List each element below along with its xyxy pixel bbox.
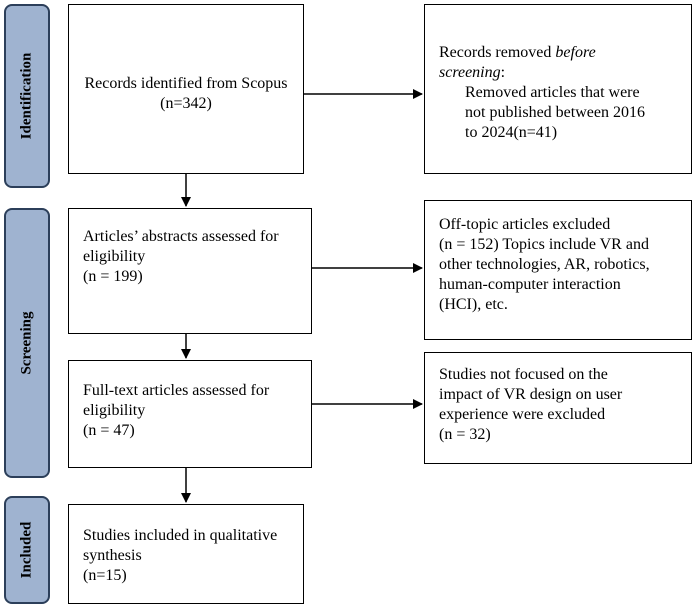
stage-included: Included (4, 496, 50, 604)
records-removed-line2: screening: (439, 64, 506, 81)
off-topic-line4: human-computer interaction (439, 276, 621, 293)
records-identified-box: Records identified from Scopus (n=342) (68, 4, 304, 174)
records-removed-line5: to 2024(n=41) (465, 124, 558, 141)
records-identified-line2: (n=342) (160, 95, 212, 112)
off-topic-excluded-box: Off-topic articles excluded (n = 152) To… (424, 200, 692, 340)
off-topic-line5: (HCI), etc. (439, 296, 508, 313)
not-focused-line3: experience were excluded (439, 406, 606, 423)
stage-identification: Identification (4, 4, 50, 188)
records-removed-line3: Removed articles that were (465, 84, 640, 101)
included-synthesis-line1: Studies included in qualitative (83, 527, 278, 544)
included-synthesis-line2: synthesis (83, 547, 142, 564)
abstracts-assessed-line1: Articles’ abstracts assessed for (83, 228, 279, 245)
not-focused-excluded-box: Studies not focused on the impact of VR … (424, 352, 692, 464)
off-topic-line3: other technologies, AR, robotics, (439, 256, 650, 273)
not-focused-line4: (n = 32) (439, 426, 491, 443)
fulltext-assessed-line2: eligibility (83, 402, 146, 419)
records-removed-box: Records removed before screening: Remove… (424, 4, 692, 174)
not-focused-line2: impact of VR design on user (439, 386, 623, 403)
off-topic-line1: Off-topic articles excluded (439, 216, 611, 233)
fulltext-assessed-line3: (n = 47) (83, 422, 135, 439)
abstracts-assessed-line3: (n = 199) (83, 268, 143, 285)
not-focused-line1: Studies not focused on the (439, 366, 608, 383)
records-removed-line1: Records removed before (439, 44, 596, 61)
abstracts-assessed-line2: eligibility (83, 248, 146, 265)
included-synthesis-line3: (n=15) (83, 567, 127, 584)
fulltext-assessed-box: Full-text articles assessed for eligibil… (68, 360, 312, 468)
abstracts-assessed-box: Articles’ abstracts assessed for eligibi… (68, 208, 312, 334)
stage-screening: Screening (4, 208, 50, 478)
fulltext-assessed-line1: Full-text articles assessed for (83, 382, 270, 399)
included-synthesis-box: Studies included in qualitative synthesi… (68, 504, 304, 604)
off-topic-line2: (n = 152) Topics include VR and (439, 236, 649, 253)
records-identified-line1: Records identified from Scopus (84, 75, 288, 92)
records-removed-line4: not published between 2016 (465, 104, 645, 121)
